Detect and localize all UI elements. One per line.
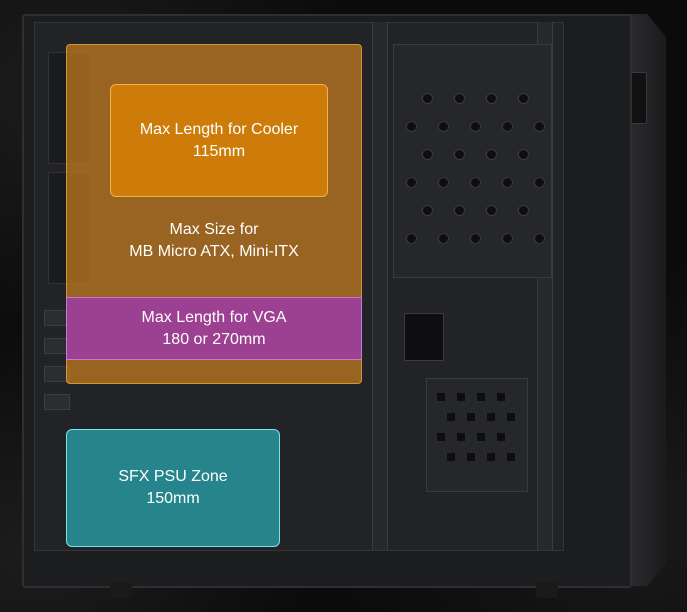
grommet-cutout	[404, 313, 444, 361]
cooler-zone-line2: 115mm	[192, 142, 246, 160]
vga-zone: Max Length for VGA 180 or 270mm	[66, 297, 362, 360]
psu-zone: SFX PSU Zone 150mm	[66, 429, 280, 547]
pci-slot	[44, 394, 70, 410]
motherboard-zone-line2: MB Micro ATX, Mini-ITX	[129, 243, 299, 260]
drive-cage-lower	[426, 378, 528, 492]
drive-rail	[372, 22, 388, 550]
psu-zone-line1: SFX PSU Zone	[118, 468, 228, 485]
case-foot	[110, 582, 132, 598]
case-foot	[536, 582, 558, 598]
vga-zone-line1: Max Length for VGA	[141, 308, 287, 326]
cooler-zone-line1: Max Length for Cooler	[139, 120, 299, 138]
drive-cage-upper	[393, 44, 552, 278]
cooler-zone: Max Length for Cooler 115mm	[110, 84, 328, 197]
motherboard-zone-line1: Max Size for	[169, 221, 259, 238]
psu-zone-line2: 150mm	[146, 490, 200, 507]
vga-zone-line2: 180 or 270mm	[162, 330, 266, 348]
